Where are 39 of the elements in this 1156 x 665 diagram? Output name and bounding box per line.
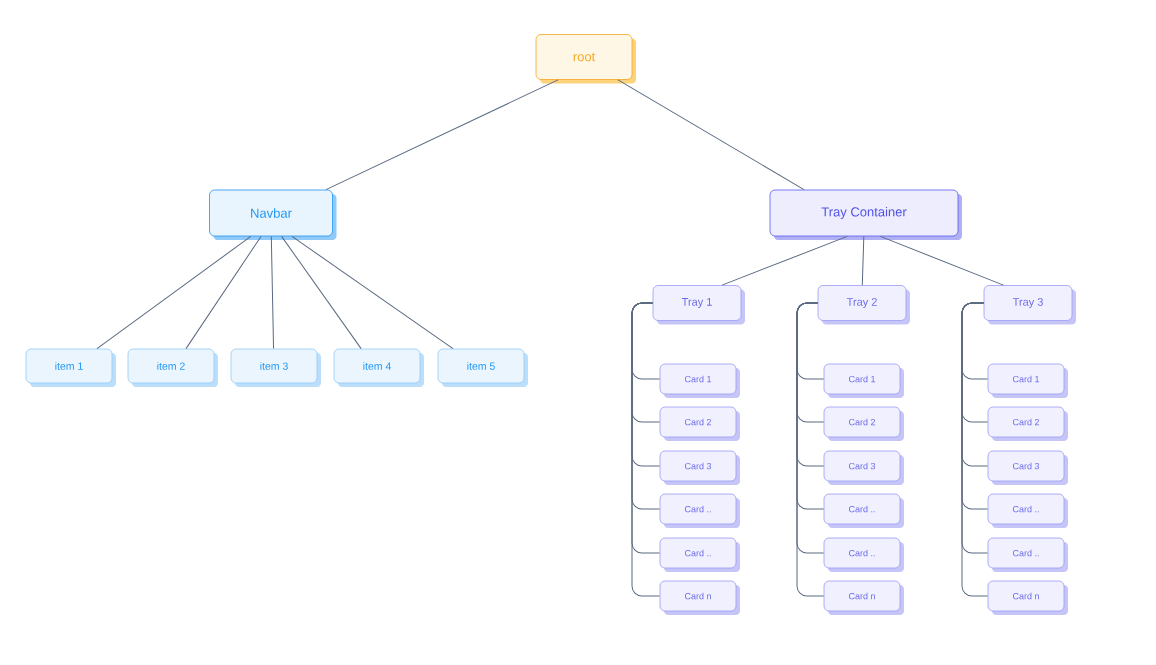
- connector-line: [96, 235, 252, 350]
- connector-line: [185, 235, 262, 350]
- card-box: Card 3: [987, 450, 1068, 485]
- connector-line: [270, 235, 275, 350]
- card-box: Card 3: [823, 450, 904, 485]
- card-box: Card 3: [659, 450, 740, 485]
- card-box: Card n: [823, 580, 904, 615]
- card-box: Card 2: [987, 406, 1068, 441]
- connector-line: [879, 235, 1004, 286]
- connector-line: [617, 79, 805, 191]
- item-box: item 1: [25, 348, 116, 387]
- connector-line: [291, 235, 454, 350]
- navbar-box: Navbar: [209, 189, 337, 240]
- connector-line: [861, 235, 865, 286]
- tray-box: Tray 3: [983, 285, 1076, 325]
- item-box: item 2: [127, 348, 218, 387]
- card-box: Card 2: [659, 406, 740, 441]
- card-box: Card ..: [823, 537, 904, 572]
- card-box: Card n: [659, 580, 740, 615]
- tray-box: Tray 1: [652, 285, 745, 325]
- item-box: item 3: [230, 348, 321, 387]
- card-box: Card ..: [823, 493, 904, 528]
- card-box: Card ..: [659, 537, 740, 572]
- card-box: Card ..: [659, 493, 740, 528]
- connector-line: [325, 79, 559, 191]
- card-box: Card 1: [823, 363, 904, 398]
- card-box: Card 1: [659, 363, 740, 398]
- card-box: Card n: [987, 580, 1068, 615]
- item-box: item 5: [437, 348, 528, 387]
- tray-box: Tray 2: [817, 285, 910, 325]
- connector-line: [721, 235, 848, 286]
- card-box: Card ..: [987, 537, 1068, 572]
- card-box: Card ..: [987, 493, 1068, 528]
- card-box: Card 2: [823, 406, 904, 441]
- container-box: Tray Container: [769, 189, 962, 240]
- connector-line: [281, 235, 362, 350]
- root-box: root: [535, 34, 636, 84]
- card-box: Card 1: [987, 363, 1068, 398]
- item-box: item 4: [333, 348, 424, 387]
